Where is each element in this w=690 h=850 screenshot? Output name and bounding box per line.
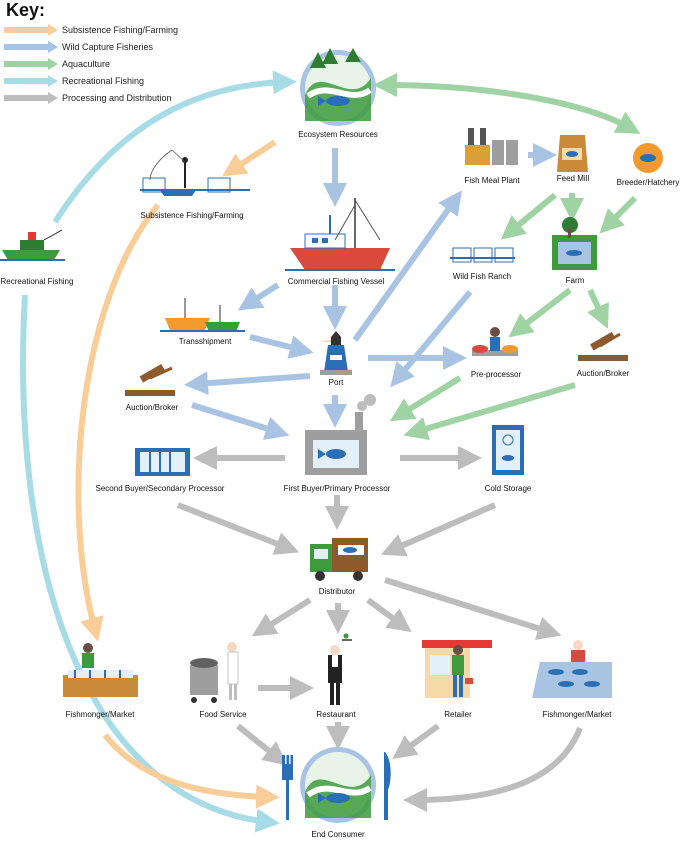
key-label: Recreational Fishing [62, 76, 145, 86]
fishmonger-counter-icon [532, 640, 612, 698]
arrow-distributor-to-foodservice [251, 597, 312, 637]
restaurant-waiter-icon [328, 633, 352, 705]
arrow-ecosystem-to-subsistence [221, 139, 277, 177]
label-transshipment: Transshipment [178, 337, 232, 346]
label-fishmonger-right: Fishmonger/Market [542, 710, 612, 719]
arrow-coldstorage-to-distributor [381, 502, 497, 557]
gavel-icon [125, 364, 175, 396]
label-fishmonger-left: Fishmonger/Market [65, 710, 135, 719]
wild-fish-ranch-icon [450, 247, 515, 263]
primary-processor-factory-icon [305, 394, 376, 475]
arrow-secondbuyer-to-distributor [176, 502, 300, 555]
arrow-auction-to-firstbuyer [403, 382, 576, 441]
label-restaurant: Restaurant [316, 710, 356, 719]
arrow-port-to-fishmeal [352, 190, 462, 342]
arrow-retailer-to-consumer [392, 723, 440, 760]
key-item-wild-capture: Wild Capture Fisheries [4, 40, 153, 54]
subsistence-fishing-icon [140, 149, 250, 196]
key-item-subsistence: Subsistence Fishing/Farming [4, 23, 178, 37]
flow-arrows [20, 70, 641, 833]
arrow-breeder-to-farm [599, 195, 638, 234]
key-label: Subsistence Fishing/Farming [62, 25, 179, 35]
fork-icon [282, 752, 293, 820]
label-end-consumer: End Consumer [311, 830, 365, 839]
key-label: Wild Capture Fisheries [62, 42, 154, 52]
cold-storage-icon [492, 425, 524, 475]
label-farm: Farm [565, 276, 585, 285]
arrow-auction-to-firstbuyer-blue [191, 402, 290, 440]
arrow-farm-to-preprocessor [508, 287, 572, 338]
food-service-icon [190, 642, 239, 703]
label-auction-broker-right: Auction/Broker [576, 369, 630, 378]
gavel-icon [578, 331, 628, 361]
arrow-recreational-to-consumer [20, 294, 280, 833]
label-fish-meal-plant: Fish Meal Plant [464, 176, 520, 185]
arrow-ecosystem-breeder [373, 73, 641, 134]
arrow-fishmonger-to-consumer-gray [403, 726, 583, 812]
commercial-vessel-icon [285, 198, 395, 271]
ecosystem-globe-icon [300, 48, 376, 126]
transshipment-icon [160, 298, 245, 332]
farm-pond-icon [552, 217, 597, 270]
arrow-foodservice-to-consumer [236, 723, 288, 766]
key-item-recreational: Recreational Fishing [4, 74, 144, 88]
distributor-truck-icon [310, 538, 368, 581]
arrow-recreational-to-ecosystem [52, 70, 297, 224]
key-label: Processing and Distribution [62, 93, 172, 103]
label-auction-broker-left: Auction/Broker [125, 403, 179, 412]
retailer-store-icon [422, 640, 492, 698]
key-item-processing: Processing and Distribution [4, 91, 172, 105]
recreational-boat-icon [0, 229, 65, 261]
label-retailer: Retailer [444, 710, 472, 719]
label-feed-mill: Feed Mill [556, 174, 590, 183]
label-commercial-vessel: Commercial Fishing Vessel [287, 277, 385, 286]
label-breeder-hatchery: Breeder/Hatchery [616, 178, 680, 187]
label-first-buyer: First Buyer/Primary Processor [283, 484, 391, 493]
arrow-port-to-auction [184, 371, 311, 396]
label-cold-storage: Cold Storage [484, 484, 532, 493]
key-title: Key: [6, 0, 46, 20]
feed-mill-icon [557, 135, 588, 172]
label-ecosystem-resources: Ecosystem Resources [298, 130, 378, 139]
knife-icon [384, 752, 391, 820]
label-port: Port [328, 378, 344, 387]
arrow-transshipment-to-port [249, 334, 314, 359]
arrow-ranch-to-port [390, 290, 473, 388]
secondary-processor-icon [135, 448, 190, 476]
breeder-hatchery-icon [633, 143, 663, 173]
key-arrow-green [4, 58, 58, 70]
arrow-vessel-to-transshipment [237, 282, 280, 311]
label-distributor: Distributor [318, 587, 356, 596]
fish-meal-plant-icon [465, 128, 518, 165]
arrow-fishmonger-to-consumer [102, 733, 280, 809]
fishmonger-stall-icon [63, 643, 138, 697]
label-wild-fish-ranch: Wild Fish Ranch [452, 272, 512, 281]
arrow-distributor-to-retailer [366, 597, 412, 633]
key-arrow-teal [4, 75, 58, 87]
key-arrow-orange [4, 24, 58, 36]
port-lighthouse-icon [320, 331, 352, 375]
label-food-service: Food Service [199, 710, 247, 719]
arrow-preprocessor-to-firstbuyer [389, 375, 462, 422]
arrow-subsistence-to-fishmonger [75, 203, 161, 642]
key-arrow-gray [4, 92, 58, 104]
label-second-buyer: Second Buyer/Secondary Processor [95, 484, 225, 493]
arrow-farm-to-auction [587, 288, 609, 329]
arrow-distributor-to-fishmonger [384, 577, 562, 640]
label-pre-processor: Pre-processor [470, 370, 522, 379]
key-arrow-blue [4, 41, 58, 53]
key-label: Aquaculture [62, 59, 111, 69]
label-subsistence-fishing: Subsistence Fishing/Farming [140, 211, 244, 220]
label-recreational-fishing: Recreational Fishing [0, 277, 74, 286]
pre-processor-icon [472, 327, 518, 356]
arrow-feedmill-to-ranch [500, 192, 557, 240]
key-item-aquaculture: Aquaculture [4, 57, 110, 71]
end-consumer-icon [300, 747, 376, 823]
